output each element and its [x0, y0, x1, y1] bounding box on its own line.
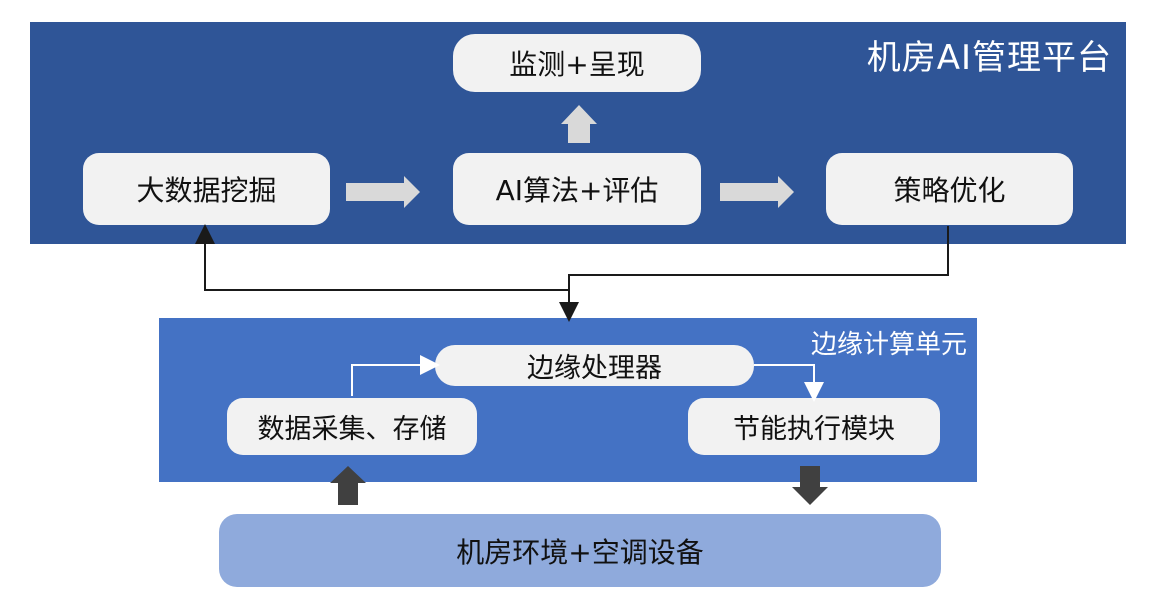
- data-collect-store-node: 数据采集、存储: [227, 398, 477, 455]
- monitor-display-node: 监测+呈现: [453, 34, 701, 92]
- energy-execution-node: 节能执行模块: [688, 398, 940, 455]
- strategy-optimization-node: 策略优化: [826, 153, 1073, 225]
- arrow-energy-to-env: [792, 466, 828, 505]
- connector-strategy-to-edge: [559, 226, 949, 322]
- edge-processor-node: 边缘处理器: [435, 345, 754, 386]
- connector-edge-to-bigdata: [195, 224, 569, 291]
- arrow-ai-to-monitor: [561, 105, 597, 143]
- big-data-mining-node: 大数据挖掘: [83, 153, 330, 225]
- ai-algorithm-node: AI算法+评估: [453, 153, 701, 225]
- arrow-bigdata-to-ai: [346, 176, 420, 208]
- arrow-env-to-collect: [330, 466, 366, 505]
- connector-processor-to-energy: [754, 364, 824, 402]
- edge-panel-title: 边缘计算单元: [810, 330, 967, 360]
- connector-collect-to-processor: [351, 355, 440, 396]
- platform-title: 机房AI管理平台: [866, 38, 1112, 78]
- arrow-ai-to-strategy: [720, 176, 794, 208]
- room-environment-node: 机房环境+空调设备: [219, 514, 941, 587]
